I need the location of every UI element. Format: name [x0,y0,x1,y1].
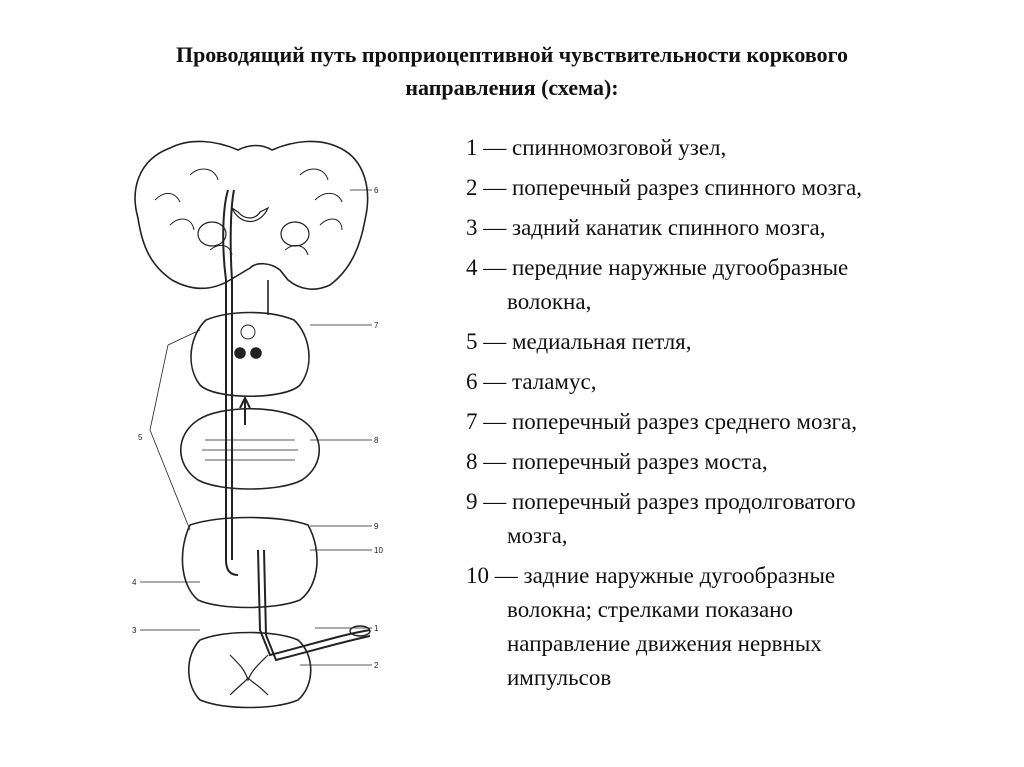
legend-item-text: 4 — передние наружные дугообразные [466,255,849,280]
legend-item-text: 2 — поперечный разрез спинного мозга, [466,175,863,200]
legend-item: 10 — задние наружные дугообразные волокна… [466,559,986,695]
ascending-tract-inner [229,189,235,560]
label-10: 10 [374,546,383,555]
legend-item: 8 — поперечный разрез моста, [466,445,986,479]
label-2: 2 [374,661,379,670]
spinal-cord-section [188,631,312,709]
legend-item: 6 — таламус, [466,365,986,399]
label-9: 9 [374,522,379,531]
leader-lines [140,189,372,666]
ascending-tract [222,189,239,576]
red-nucleus-right [250,347,262,359]
spinal-gray-matter [229,654,269,696]
legend-item-text: 7 — поперечный разрез среднего мозга, [466,409,857,434]
label-8: 8 [374,436,379,445]
legend-item: 3 — задний канатик спинного мозга, [466,211,986,245]
legend-item: 4 — передние наружные дугообразные волокн… [466,251,986,319]
legend-item-text: 6 — таламус, [466,369,597,394]
title-line-1: Проводящий путь проприоцептивной чувстви… [175,42,849,67]
spinal-ganglion [349,625,371,637]
slide-title: Проводящий путь проприоцептивной чувстви… [40,38,984,104]
legend-item: 1 — спинномозговой узел, [466,131,986,165]
thalamus-left [197,221,227,247]
pons-fibers [202,439,298,461]
legend-item: 9 — поперечный разрез продолговатого мозг… [466,485,986,553]
legend-item-continuation: волокна, [507,289,592,314]
figure-labels: 6 7 8 9 10 4 5 1 3 2 [132,186,383,670]
label-4: 4 [132,578,137,587]
dorsal-root-fiber [257,549,371,657]
brain-gyri [154,168,343,256]
aqueduct [240,324,256,340]
label-3: 3 [132,626,137,635]
legend-list: 1 — спинномозговой узел, 2 — поперечный р… [466,131,986,701]
pathway-diagram: 6 7 8 9 10 4 5 1 3 2 [132,140,383,709]
label-1: 1 [374,624,379,633]
label-6: 6 [374,186,379,195]
legend-item-continuation: волокна; стрелками показано [507,597,794,622]
legend-item-continuation: импульсов [507,665,612,690]
legend-item-text: 5 — медиальная петля, [466,329,692,354]
medulla-section [181,516,318,609]
label-5: 5 [138,433,143,442]
legend-item-continuation: мозга, [507,523,568,548]
legend-item-text: 10 — задние наружные дугообразные [466,563,836,588]
label-7: 7 [374,321,379,330]
legend-item: 7 — поперечный разрез среднего мозга, [466,405,986,439]
midbrain-section [190,311,310,397]
brain-outline [134,140,369,290]
lateral-ventricles [230,206,270,223]
thalamus-right [280,221,310,247]
legend-item: 2 — поперечный разрез спинного мозга, [466,171,986,205]
legend-item-text: 8 — поперечный разрез моста, [466,449,768,474]
legend-item-text: 3 — задний канатик спинного мозга, [466,215,826,240]
red-nucleus-left [234,347,246,359]
pons-section [179,408,321,490]
legend-item-text: 9 — поперечный разрез продолговатого [466,489,856,514]
legend-item-text: 1 — спинномозговой узел, [466,135,727,160]
legend-item: 5 — медиальная петля, [466,325,986,359]
arrow-up [239,395,251,425]
legend-item-continuation: направление движения нервных [507,631,822,656]
brainstem-stalk [231,280,269,315]
dorsal-root-fiber-2 [263,549,371,662]
title-line-2: направления (схема): [405,75,619,100]
